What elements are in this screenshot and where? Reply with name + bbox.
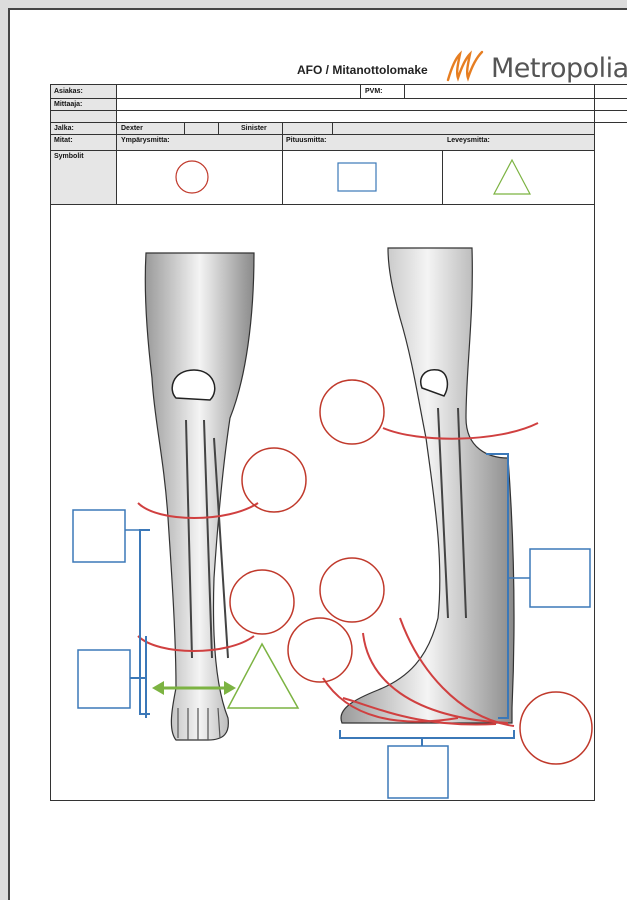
front-leg-outline	[145, 253, 254, 740]
front-patella	[172, 370, 215, 400]
form-page: AFO / Mitanottolomake Metropolia Asiakas…	[8, 8, 627, 900]
leg-illustration	[10, 10, 627, 890]
